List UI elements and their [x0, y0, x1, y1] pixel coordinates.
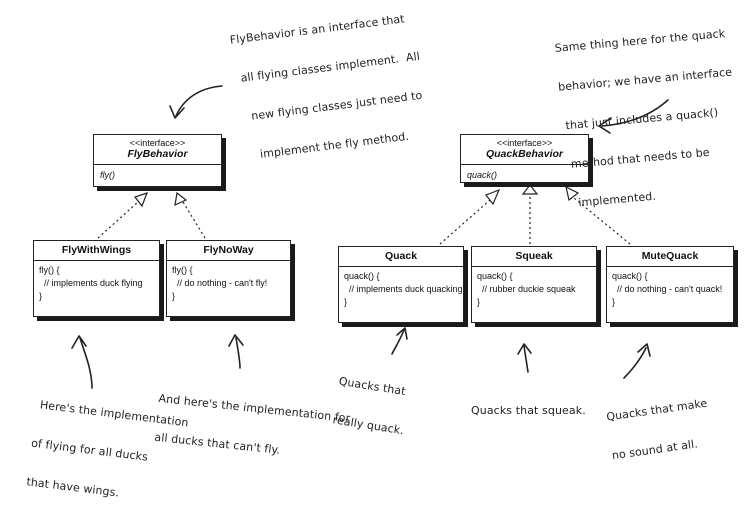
code-line: // do nothing - can't fly! — [172, 278, 268, 288]
code-line: // do nothing - can't quack! — [612, 284, 723, 294]
fly-behavior-header: <<interface>> FlyBehavior — [94, 135, 221, 165]
code-line: fly() { — [172, 265, 193, 275]
arrow-flynoway-note — [235, 337, 241, 369]
arrowhead-squeak — [521, 184, 539, 195]
arrow-quack-interface-note — [601, 99, 669, 127]
annotation-arrows — [71, 85, 669, 389]
code-line: } — [612, 297, 616, 307]
realization-lines — [97, 194, 631, 245]
fly-no-way-body: fly() { // do nothing - can't fly!} — [167, 261, 290, 306]
code-line: } — [477, 297, 481, 307]
note-line: method that needs to be — [570, 145, 711, 171]
arrow-flywithwings-note-head — [71, 335, 87, 349]
note-line: Quacks that make — [605, 396, 709, 424]
arrowhead-flywithwings — [134, 192, 149, 208]
note-line: Quacks that squeak. — [471, 404, 586, 417]
arrowhead-mutequack — [565, 185, 580, 202]
fly-behavior-stereotype: <<interface>> — [129, 138, 186, 148]
arrow-quack-note — [391, 329, 405, 355]
note-squeak: Quacks that squeak. — [471, 378, 586, 430]
note-line: really quack. — [331, 413, 405, 438]
code-line: } — [39, 291, 43, 301]
realization-arrowheads — [134, 184, 580, 208]
note-fly-interface: FlyBehavior is an interface that all fly… — [226, 0, 432, 176]
fly-no-way-name: FlyNoWay — [167, 241, 290, 261]
note-line: And here's the implementation for — [157, 391, 351, 425]
note-line: that just includes a quack() — [565, 105, 719, 133]
arrow-flynoway-note-head — [228, 334, 244, 347]
note-line: Quacks that — [337, 374, 407, 399]
mute-quack-body: quack() { // do nothing - can't quack!} — [607, 267, 733, 312]
note-line: Same thing here for the quack — [554, 27, 726, 55]
note-quack-interface: Same thing here for the quack behavior; … — [552, 1, 744, 223]
note-line: new flying classes just need to — [250, 88, 424, 123]
fly-with-wings-body: fly() { // implements duck flying} — [34, 261, 159, 306]
arrowhead-quack — [485, 188, 501, 206]
diagram-canvas — [71, 85, 669, 389]
realization-line-quack — [439, 199, 491, 245]
code-line: } — [172, 291, 176, 301]
code-line: // rubber duckie squeak — [477, 284, 576, 294]
fly-no-way-class: FlyNoWay fly() { // do nothing - can't f… — [166, 240, 291, 317]
realization-line-flynoway — [182, 201, 206, 239]
quack-behavior-header: <<interface>> QuackBehavior — [461, 135, 588, 165]
code-line: quack() { — [344, 271, 380, 281]
note-line: no sound at all. — [611, 437, 699, 463]
arrow-flywithwings-note — [79, 337, 93, 389]
arrow-mutequack-note-head — [637, 343, 651, 357]
quack-behavior-method: quack() — [467, 170, 498, 180]
note-quack: Quacks that really quack. — [330, 349, 415, 450]
arrow-fly-interface-note-head — [169, 105, 185, 119]
note-line: all ducks that can't fly. — [153, 430, 281, 457]
realization-line-mutequack — [573, 197, 631, 245]
squeak-class: Squeak quack() { // rubber duckie squeak… — [471, 246, 597, 323]
mute-quack-class: MuteQuack quack() { // do nothing - can'… — [606, 246, 734, 323]
fly-behavior-name: FlyBehavior — [127, 148, 188, 160]
fly-with-wings-class: FlyWithWings fly() { // implements duck … — [33, 240, 160, 317]
arrow-quack-note-head — [396, 327, 408, 340]
note-line: all flying classes implement. All — [239, 49, 421, 85]
arrow-fly-interface-note — [175, 85, 223, 117]
squeak-body: quack() { // rubber duckie squeak} — [472, 267, 596, 312]
arrow-mutequack-note — [623, 347, 647, 379]
code-line: // implements duck quacking — [344, 284, 463, 294]
quack-behavior-name: QuackBehavior — [485, 148, 564, 160]
fly-with-wings-name: FlyWithWings — [34, 241, 159, 261]
fly-behavior-method: fly() — [100, 170, 115, 180]
arrow-squeak-note — [523, 345, 529, 373]
code-line: } — [344, 297, 348, 307]
note-line: implemented. — [577, 189, 657, 210]
code-line: quack() { — [612, 271, 648, 281]
arrow-squeak-note-head — [517, 343, 532, 355]
quack-name: Quack — [339, 247, 463, 267]
code-line: // implements duck flying — [39, 278, 143, 288]
note-mute-quack: Quacks that make no sound at all. — [602, 371, 715, 475]
arrowhead-flynoway — [174, 191, 188, 207]
quack-body: quack() { // implements duck quacking} — [339, 267, 463, 312]
squeak-name: Squeak — [472, 247, 596, 267]
code-line: quack() { — [477, 271, 513, 281]
quack-behavior-interface: <<interface>> QuackBehavior quack() — [460, 134, 589, 183]
mute-quack-name: MuteQuack — [607, 247, 733, 267]
quack-behavior-stereotype: <<interface>> — [496, 138, 553, 148]
realization-line-flywithwings — [97, 201, 139, 239]
arrow-quack-interface-note-head — [598, 117, 612, 134]
fly-behavior-interface: <<interface>> FlyBehavior fly() — [93, 134, 222, 187]
quack-class: Quack quack() { // implements duck quack… — [338, 246, 464, 323]
note-line: behavior; we have an interface — [557, 65, 733, 94]
code-line: fly() { — [39, 265, 60, 275]
note-line: FlyBehavior is an interface that — [229, 12, 406, 47]
note-line: that have wings. — [25, 475, 120, 500]
